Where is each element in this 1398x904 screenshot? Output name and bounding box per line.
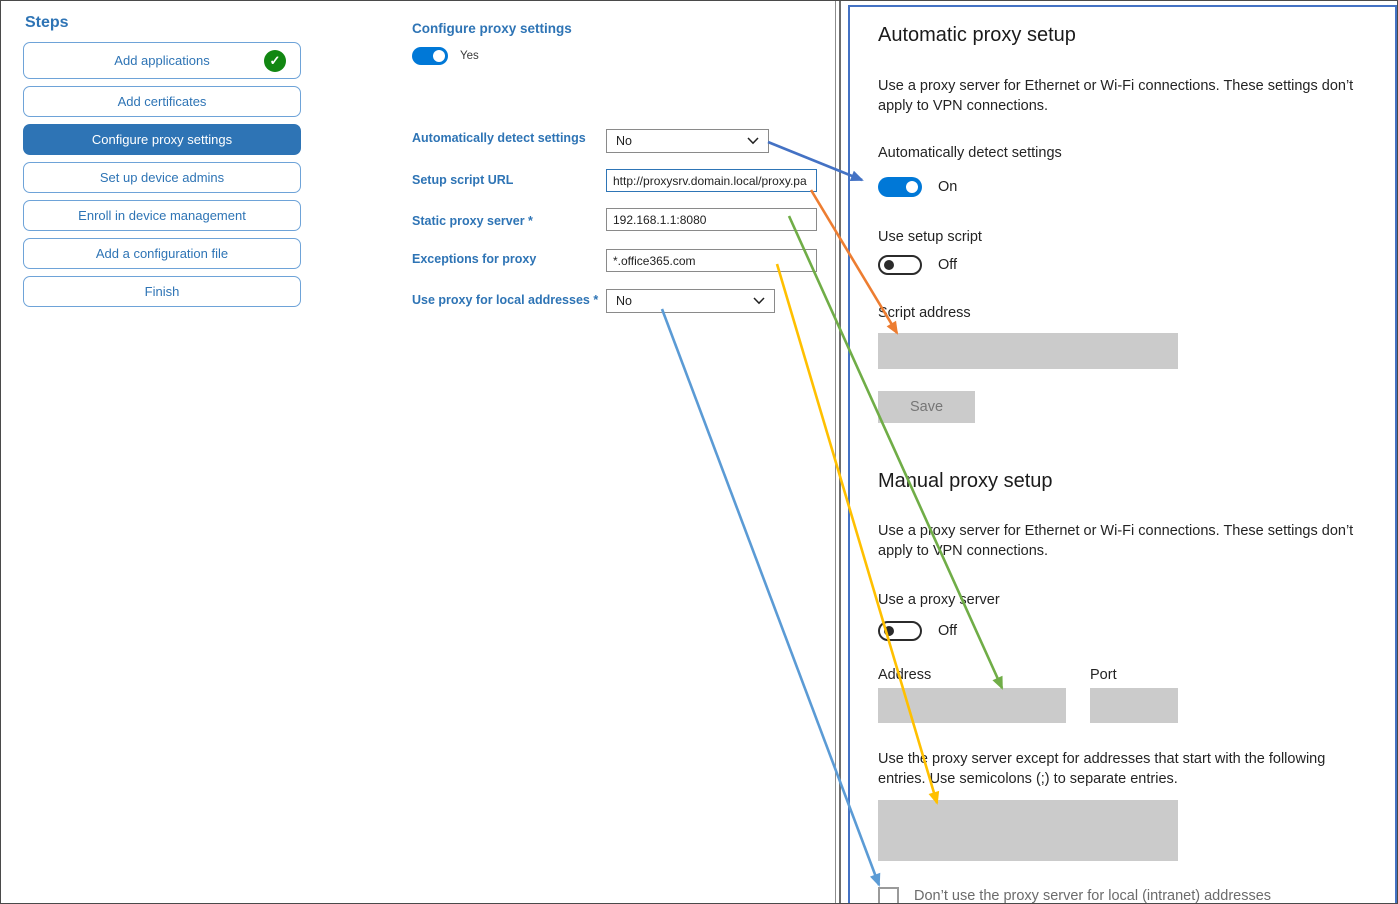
field-label-auto-detect: Automatically detect settings bbox=[412, 131, 586, 145]
steps-panel-title: Steps bbox=[25, 14, 69, 31]
local-addresses-checkbox[interactable] bbox=[878, 887, 899, 903]
use-setup-script-toggle-state: Off bbox=[938, 257, 958, 273]
use-proxy-server-toggle[interactable] bbox=[878, 621, 922, 641]
use-proxy-local-select[interactable]: No bbox=[606, 289, 775, 313]
field-label-setup-script-url: Setup script URL bbox=[412, 173, 514, 187]
vertical-divider bbox=[839, 1, 841, 903]
port-input[interactable] bbox=[1090, 688, 1178, 723]
chevron-down-icon bbox=[753, 297, 765, 305]
chevron-down-icon bbox=[747, 137, 759, 145]
automatic-proxy-setup-heading: Automatic proxy setup bbox=[878, 24, 1076, 46]
local-addresses-checkbox-label: Don’t use the proxy server for local (in… bbox=[914, 888, 1272, 904]
step-enroll-in-device-management[interactable]: Enroll in device management bbox=[23, 200, 301, 231]
step-configure-proxy-settings[interactable]: Configure proxy settings bbox=[23, 124, 301, 155]
field-label-static-proxy-server: Static proxy server * bbox=[412, 214, 533, 228]
proxy-exceptions-textarea[interactable] bbox=[878, 800, 1178, 861]
manual-proxy-setup-heading: Manual proxy setup bbox=[878, 470, 1053, 492]
proxy-exceptions-description: Use the proxy server except for addresse… bbox=[878, 751, 1326, 787]
configure-proxy-toggle-label: Yes bbox=[460, 50, 479, 62]
step-add-certificates[interactable]: Add certificates bbox=[23, 86, 301, 117]
form-title: Configure proxy settings bbox=[412, 21, 572, 36]
script-address-input[interactable] bbox=[878, 333, 1178, 369]
step-set-up-device-admins[interactable]: Set up device admins bbox=[23, 162, 301, 193]
step-add-configuration-file[interactable]: Add a configuration file bbox=[23, 238, 301, 269]
detect-settings-toggle-state: On bbox=[938, 179, 958, 195]
step-label: Finish bbox=[144, 284, 180, 299]
completed-check-icon: ✓ bbox=[264, 49, 286, 72]
use-setup-script-toggle[interactable] bbox=[878, 255, 922, 275]
automatic-proxy-description: Use a proxy server for Ethernet or Wi-Fi… bbox=[878, 78, 1354, 114]
static-proxy-server-input[interactable] bbox=[606, 208, 817, 231]
address-label: Address bbox=[878, 667, 932, 683]
use-setup-script-label: Use setup script bbox=[878, 229, 982, 245]
use-proxy-local-select-value: No bbox=[616, 294, 632, 308]
field-label-exceptions-for-proxy: Exceptions for proxy bbox=[412, 252, 537, 266]
script-address-label: Script address bbox=[878, 305, 971, 321]
setup-script-url-input[interactable] bbox=[606, 169, 817, 192]
arrow-local-addresses bbox=[660, 308, 881, 887]
port-label: Port bbox=[1090, 667, 1117, 683]
step-label: Configure proxy settings bbox=[91, 132, 233, 147]
field-label-use-proxy-local: Use proxy for local addresses * bbox=[412, 293, 599, 307]
configure-proxy-toggle[interactable] bbox=[412, 47, 448, 65]
detect-settings-toggle[interactable] bbox=[878, 177, 922, 197]
step-add-applications[interactable]: Add applications ✓ bbox=[23, 42, 301, 79]
detect-settings-label: Automatically detect settings bbox=[878, 145, 1062, 161]
vertical-divider bbox=[835, 1, 836, 903]
save-button[interactable]: Save bbox=[878, 391, 975, 423]
address-input[interactable] bbox=[878, 688, 1066, 723]
exceptions-for-proxy-input[interactable] bbox=[606, 249, 817, 272]
step-label: Set up device admins bbox=[99, 170, 225, 185]
step-label: Add applications bbox=[114, 53, 210, 68]
auto-detect-select-value: No bbox=[616, 134, 632, 148]
auto-detect-select[interactable]: No bbox=[606, 129, 769, 153]
step-label: Add a configuration file bbox=[95, 246, 229, 261]
manual-proxy-description: Use a proxy server for Ethernet or Wi-Fi… bbox=[878, 523, 1354, 559]
step-label: Add certificates bbox=[117, 94, 207, 109]
step-label: Enroll in device management bbox=[78, 208, 246, 223]
use-proxy-server-toggle-state: Off bbox=[938, 623, 958, 639]
windows-proxy-settings-panel: Automatic proxy setup Use a proxy server… bbox=[848, 5, 1397, 904]
steps-panel: Add applications ✓ Add certificates Conf… bbox=[23, 42, 301, 307]
step-finish[interactable]: Finish bbox=[23, 276, 301, 307]
use-proxy-server-label: Use a proxy server bbox=[878, 592, 1000, 608]
